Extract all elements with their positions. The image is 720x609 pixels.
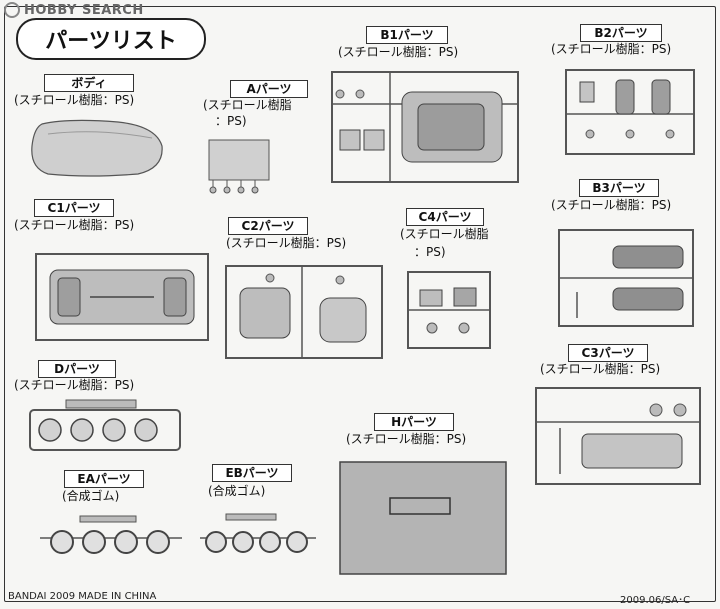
- footer-copyright: BANDAI 2009 MADE IN CHINA: [8, 591, 157, 602]
- part-label-c4: C4パーツ: [406, 208, 484, 226]
- sprue-c3-image: [535, 387, 701, 485]
- page-frame: [4, 6, 716, 602]
- part-label-eb: EBパーツ: [212, 464, 292, 482]
- part-label-body: ボディ: [44, 74, 134, 92]
- watermark-text: HOBBY SEARCH: [24, 2, 144, 18]
- part-label-c3: C3パーツ: [568, 344, 648, 362]
- sprue-b2-image: [565, 69, 695, 155]
- part-material-b3: (スチロール樹脂：PS): [551, 198, 672, 212]
- part-material-b1: (スチロール樹脂：PS): [338, 45, 459, 59]
- part-material-c1: (スチロール樹脂：PS): [14, 218, 135, 232]
- sprue-c1-image: [35, 253, 209, 341]
- part-label-b2: B2パーツ: [580, 24, 662, 42]
- watermark-logo-icon: [4, 2, 20, 18]
- part-material-a-2: ：PS): [215, 114, 247, 128]
- footer-code: 2009.06/SA･C: [620, 595, 691, 606]
- part-material-d: (スチロール樹脂：PS): [14, 378, 135, 392]
- part-material-c4-2: ：PS): [414, 245, 446, 259]
- part-material-c2: (スチロール樹脂：PS): [226, 236, 347, 250]
- part-material-b2: (スチロール樹脂：PS): [551, 42, 672, 56]
- part-material-c4-1: (スチロール樹脂: [400, 227, 489, 241]
- sprue-ea-image: [40, 515, 182, 554]
- page-title: パーツリスト: [16, 18, 206, 60]
- part-label-d: Dパーツ: [38, 360, 116, 378]
- part-label-b3: B3パーツ: [579, 179, 659, 197]
- sprue-c4-image: [407, 271, 491, 349]
- part-material-body: (スチロール樹脂：PS): [14, 93, 135, 107]
- sprue-eb-image: [200, 513, 316, 553]
- part-material-a-1: (スチロール樹脂: [203, 98, 292, 112]
- part-material-h: (スチロール樹脂：PS): [346, 432, 467, 446]
- part-material-ea: (合成ゴム): [62, 489, 120, 503]
- part-label-ea: EAパーツ: [64, 470, 144, 488]
- part-label-b1: B1パーツ: [366, 26, 448, 44]
- part-material-eb: (合成ゴム): [208, 484, 266, 498]
- sprue-c2-image: [225, 265, 383, 359]
- part-label-h: Hパーツ: [374, 413, 454, 431]
- sprue-h-image: [339, 461, 507, 575]
- part-label-c2: C2パーツ: [228, 217, 308, 235]
- body-shell-image: [31, 119, 163, 177]
- sprue-b1-image: [331, 71, 519, 183]
- part-label-c1: C1パーツ: [34, 199, 114, 217]
- sprue-a-image: [208, 139, 270, 194]
- sprue-d-image: [29, 399, 181, 451]
- part-label-a: Aパーツ: [230, 80, 308, 98]
- watermark: HOBBY SEARCH: [4, 2, 144, 18]
- sprue-b3-image: [558, 229, 694, 327]
- part-material-c3: (スチロール樹脂：PS): [540, 362, 661, 376]
